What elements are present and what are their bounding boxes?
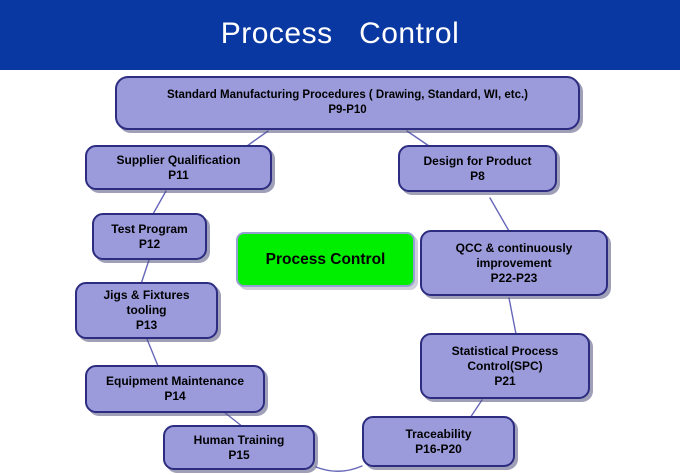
box-line: P11 [168,167,189,182]
box-standard-manufacturing-procedures: Standard Manufacturing Procedures ( Draw… [115,76,580,130]
connector-jigs-equipment [146,338,159,367]
box-equipment-maintenance: Equipment Maintenance P14 [85,365,265,413]
box-line: P22-P23 [490,270,538,285]
box-line: P9-P10 [328,104,367,116]
box-line: Equipment Maintenance [105,374,245,388]
box-line: Human Training [193,432,285,447]
connector-supplier-test [152,190,167,215]
box-line: Design for Product [423,153,532,168]
box-line: P21 [494,373,516,388]
box-line: improvement [476,255,552,270]
box-test-program: Test Program P12 [92,213,207,260]
connector-qcc-spc [508,297,517,335]
connector-spc-traceability [469,399,483,419]
box-line: Test Program [111,221,188,236]
box-line: Supplier Qualification [116,152,241,167]
title-bar: Process Control [0,0,680,70]
box-line: P16-P20 [415,441,462,456]
box-design-for-product: Design for Product P8 [398,145,557,192]
slide-title: Process Control [220,17,460,50]
box-line: P12 [138,236,161,251]
box-line: P13 [135,318,158,332]
connector-equipment-human [223,411,244,428]
connector-human-traceability [315,465,363,472]
center-process-control-label: Process Control [265,250,386,268]
box-qcc-continuous-improvement: QCC & continuously improvement P22-P23 [420,230,608,296]
box-jigs-fixtures-tooling: Jigs & Fixtures tooling P13 [75,282,218,339]
box-supplier-qualification: Supplier Qualification P11 [85,145,272,190]
box-line: P14 [164,389,186,403]
box-line: QCC & continuously [455,240,573,255]
connector-design-qcc [489,197,510,232]
box-line: tooling [126,303,167,317]
box-line: Control(SPC) [467,358,543,373]
connector-test-jigs [140,259,150,285]
connector-standard-design [406,130,430,147]
box-human-training: Human Training P15 [163,425,315,470]
box-line: Standard Manufacturing Procedures ( Draw… [166,89,529,101]
center-process-control-box: Process Control [236,232,415,287]
box-traceability: Traceability P16-P20 [362,416,515,467]
box-line: Jigs & Fixtures [103,288,190,302]
connector-standard-supplier [246,130,269,147]
box-line: P15 [228,447,250,462]
box-line: Traceability [405,426,472,441]
box-statistical-process-control: Statistical Process Control(SPC) P21 [420,333,590,399]
box-line: Statistical Process [451,343,559,358]
box-line: P8 [470,168,485,183]
